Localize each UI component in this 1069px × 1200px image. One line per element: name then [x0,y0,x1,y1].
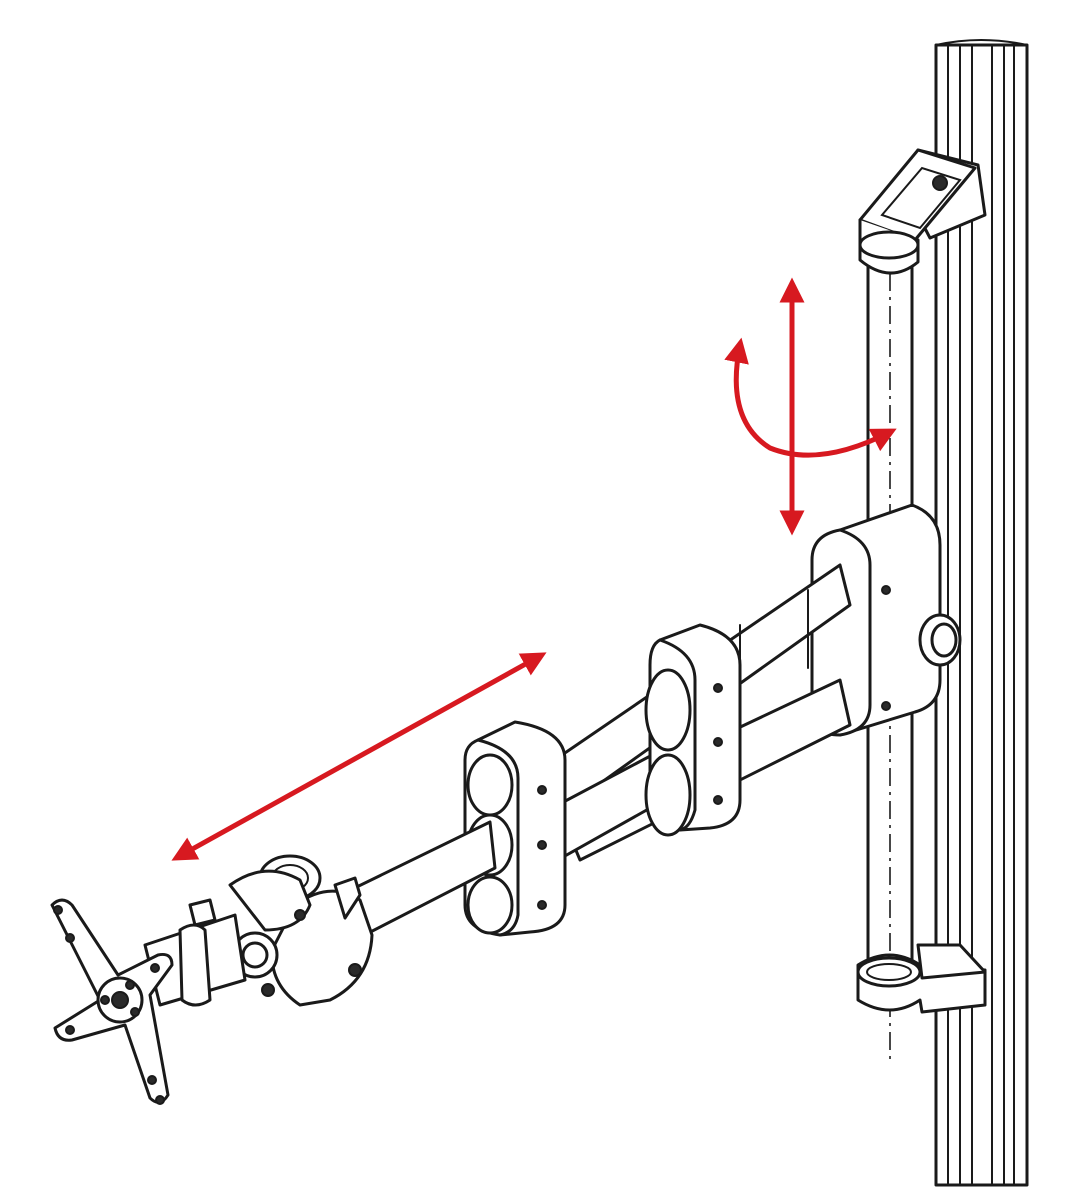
column-clamp [810,503,962,737]
motion-arrows [171,277,897,861]
vesa-plate [50,898,174,1105]
lower-rail-bracket [856,943,987,1014]
clamp-knob-icon [918,613,962,667]
upper-rail-bracket [858,148,987,275]
tilt-lever-icon [178,923,212,1007]
tilt-head [143,854,374,1007]
swivel-rotation-arrow [724,337,897,458]
bracket-screw-icon [932,175,948,191]
middle-carriage [644,623,742,837]
telescopic-extension-arrow [171,652,547,861]
